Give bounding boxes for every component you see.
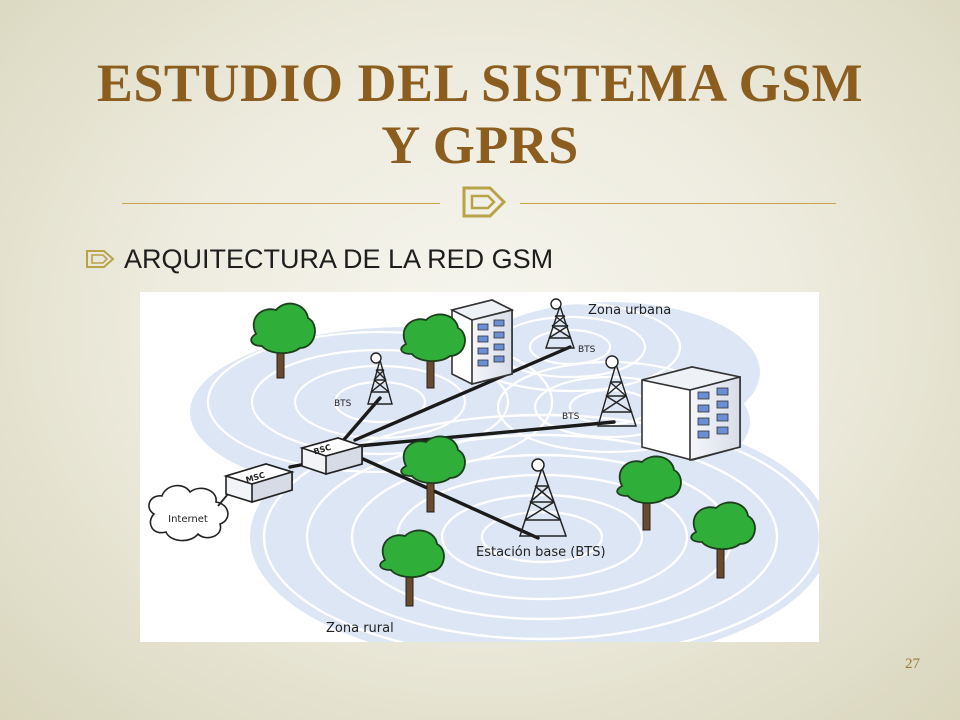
link-bsc-bts-left bbox=[340, 396, 382, 444]
zona-rural-label: Zona rural bbox=[326, 621, 394, 636]
title-rule-right bbox=[520, 203, 836, 204]
bullet-item: ARQUITECTURA DE LA RED GSM bbox=[84, 242, 553, 276]
tree-icon bbox=[400, 435, 466, 513]
zona-urbana-label: Zona urbana bbox=[588, 303, 671, 318]
bts-label-right: BTS bbox=[562, 412, 580, 422]
title-rule-left bbox=[122, 203, 440, 204]
tree-icon bbox=[400, 313, 466, 389]
bts-label-left: BTS bbox=[334, 399, 352, 409]
internet-label: Internet bbox=[168, 514, 208, 525]
slide-title: ESTUDIO DEL SISTEMA GSM Y GPRS bbox=[96, 53, 864, 175]
tree-icon bbox=[616, 455, 682, 531]
msc-box-icon bbox=[223, 463, 295, 504]
page-number: 27 bbox=[905, 656, 920, 672]
link-bsc-bts-right bbox=[356, 420, 616, 448]
tree-icon bbox=[379, 529, 445, 607]
bullet-text: ARQUITECTURA DE LA RED GSM bbox=[124, 243, 554, 274]
estacion-base-label: Estación base (BTS) bbox=[476, 545, 606, 560]
network-links bbox=[288, 345, 616, 540]
bts-tower-icon bbox=[367, 352, 393, 405]
office-building-icon bbox=[641, 366, 741, 462]
tree-icon bbox=[250, 302, 316, 379]
diagram-canvas: BSC MSC Internet Zona urbana BTS BTS BTS… bbox=[148, 298, 819, 642]
left-bts-coverage-rings bbox=[206, 330, 554, 474]
tree-icon bbox=[690, 501, 756, 579]
office-building-icon bbox=[449, 299, 515, 386]
bts-label-urban: BTS bbox=[578, 345, 596, 355]
bullet-divider-icon bbox=[462, 186, 507, 218]
bullet-icon bbox=[86, 250, 115, 268]
internet-msc-link bbox=[217, 493, 229, 507]
bsc-box-icon bbox=[299, 437, 365, 476]
link-bsc-bts-urban bbox=[353, 345, 572, 442]
link-bsc-bts-rural bbox=[350, 452, 540, 540]
gsm-network-diagram: BSC MSC Internet Zona urbana BTS BTS BTS… bbox=[140, 292, 819, 642]
bts-tower-icon bbox=[597, 355, 637, 427]
bts-tower-icon bbox=[518, 458, 568, 537]
bts-tower-icon bbox=[545, 298, 575, 349]
internet-cloud-icon bbox=[148, 484, 229, 542]
